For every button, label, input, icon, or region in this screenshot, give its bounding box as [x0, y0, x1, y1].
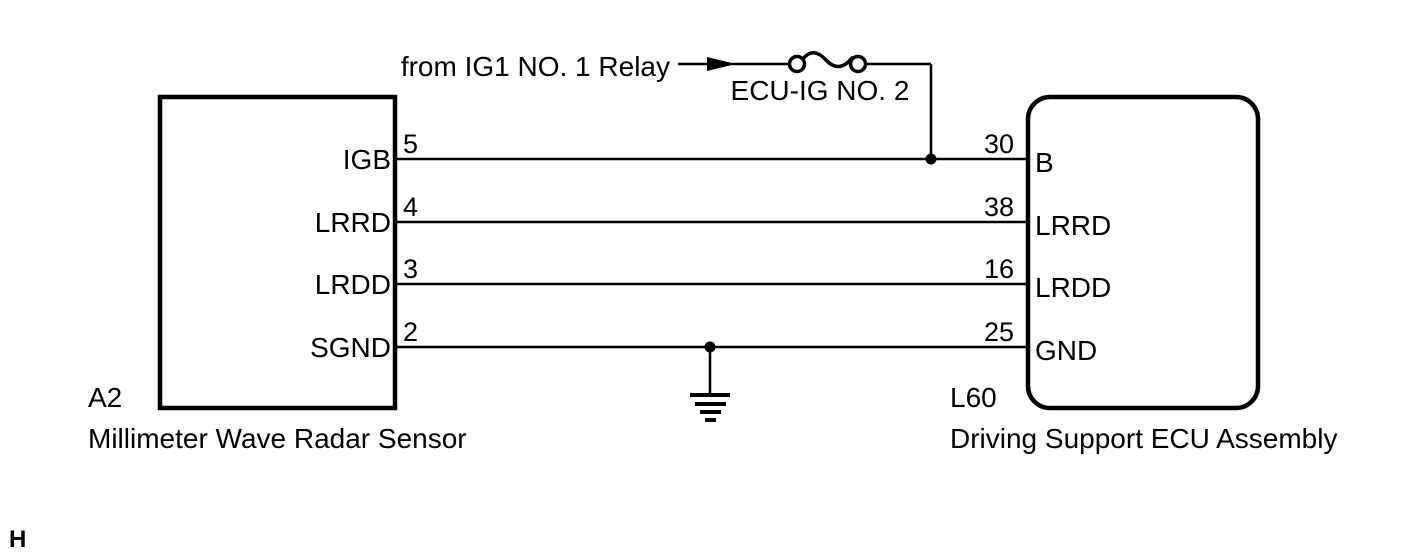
radar-pin-label-lrrd: LRRD	[315, 207, 391, 238]
ground-branch	[690, 341, 730, 422]
radar-connector-code: A2	[88, 382, 122, 413]
ecu-pin-number-25: 25	[984, 317, 1014, 347]
ecu-component-name: Driving Support ECU Assembly	[950, 423, 1337, 454]
radar-component-name: Millimeter Wave Radar Sensor	[88, 423, 467, 454]
radar-pin-number-4: 4	[403, 192, 418, 222]
arrow-right-icon	[707, 57, 736, 71]
ecu-pin-label-lrdd: LRDD	[1035, 272, 1111, 303]
ecu-pin-label-b: B	[1035, 147, 1054, 178]
ecu-box	[1025, 94, 1261, 411]
interconnect-wires	[395, 157, 1028, 349]
radar-pin-label-igb: IGB	[343, 144, 391, 175]
ecu-pin-number-30: 30	[984, 129, 1014, 159]
ecu-pin-number-38: 38	[984, 192, 1014, 222]
radar-sensor-box	[157, 94, 398, 411]
radar-pin-number-3: 3	[403, 254, 418, 284]
ecu-pin-number-16: 16	[984, 254, 1014, 284]
ground-icon	[690, 393, 730, 422]
relay-source-label: from IG1 NO. 1 Relay	[401, 51, 670, 82]
fuse-icon	[787, 51, 868, 74]
page-marker: H	[9, 526, 26, 553]
radar-pin-label-sgnd: SGND	[310, 332, 391, 363]
fuse-element-wave	[801, 51, 854, 69]
fuse-name-label: ECU-IG NO. 2	[731, 75, 910, 106]
radar-pin-label-lrdd: LRDD	[315, 269, 391, 300]
radar-pin-number-5: 5	[403, 129, 418, 159]
ecu-connector-code: L60	[950, 382, 997, 413]
relay-feed-circuit: from IG1 NO. 1 Relay ECU-IG NO. 2	[401, 51, 937, 165]
ecu-connector: B LRRD LRDD GND 30 38 16 25 L60 Driving …	[950, 94, 1337, 454]
ecu-pin-label-lrrd: LRRD	[1035, 210, 1111, 241]
radar-pin-number-2: 2	[403, 317, 418, 347]
fuse-terminal-left	[787, 54, 807, 74]
ecu-pin-label-gnd: GND	[1035, 335, 1097, 366]
radar-sensor-connector: IGB LRRD LRDD SGND 5 4 3 2 A2 Millimeter…	[88, 94, 467, 454]
